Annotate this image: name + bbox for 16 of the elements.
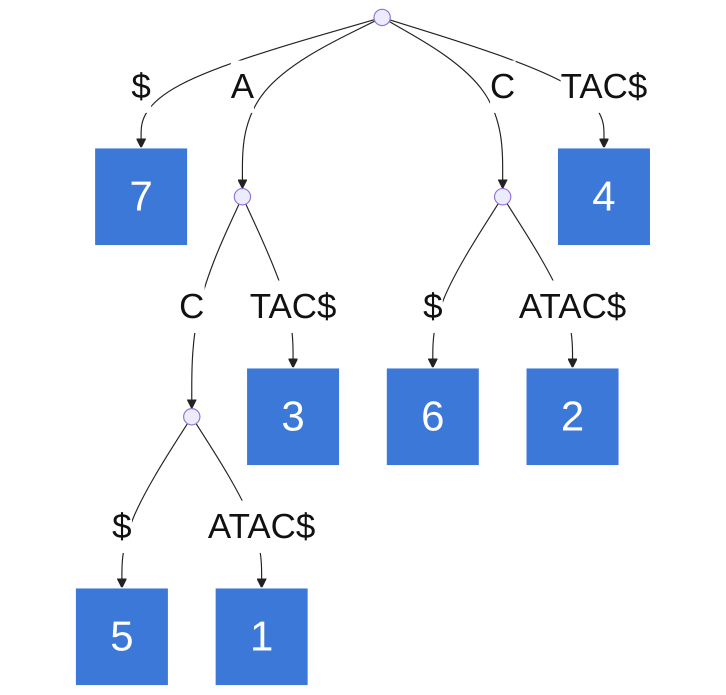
edge-label: TAC$ (250, 280, 336, 333)
leaf-box: 6 (386, 367, 480, 466)
branch-node-dot (183, 408, 201, 426)
leaf-box: 2 (525, 367, 620, 466)
edge-label: C (490, 60, 516, 113)
edge-label: ATAC$ (518, 280, 626, 333)
edge-label: ATAC$ (208, 500, 316, 553)
leaf-box: 3 (246, 367, 340, 466)
leaf-box: 1 (214, 587, 309, 686)
leaf-box: 4 (556, 147, 652, 246)
leaf-box: 7 (94, 147, 188, 246)
leaf-box: 5 (74, 587, 170, 686)
edge-label: A (230, 60, 254, 113)
branch-node-dot (494, 188, 512, 206)
branch-node-dot (234, 188, 252, 206)
branch-node-dot (373, 8, 391, 26)
